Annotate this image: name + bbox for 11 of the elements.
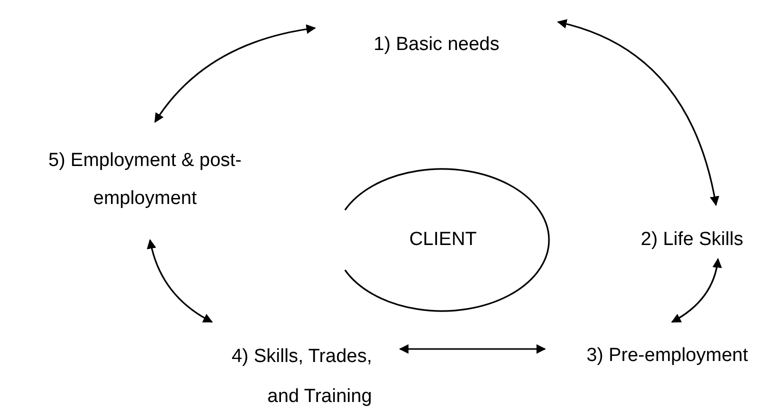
stage-label: 5) Employment & post- employment <box>47 149 243 211</box>
stage-label: 3) Pre-employment <box>585 344 748 368</box>
stage-label: 2) Life Skills <box>640 228 744 252</box>
stage-label: 1) Basic needs <box>372 33 500 57</box>
double-arrow <box>557 20 719 206</box>
double-arrow <box>671 258 722 323</box>
double-arrow <box>154 24 316 123</box>
stage-label: 4) Skills, Trades, and Training <box>230 345 372 409</box>
double-arrow <box>147 239 213 323</box>
double-arrow <box>399 344 546 354</box>
center-label: CLIENT <box>408 228 478 252</box>
